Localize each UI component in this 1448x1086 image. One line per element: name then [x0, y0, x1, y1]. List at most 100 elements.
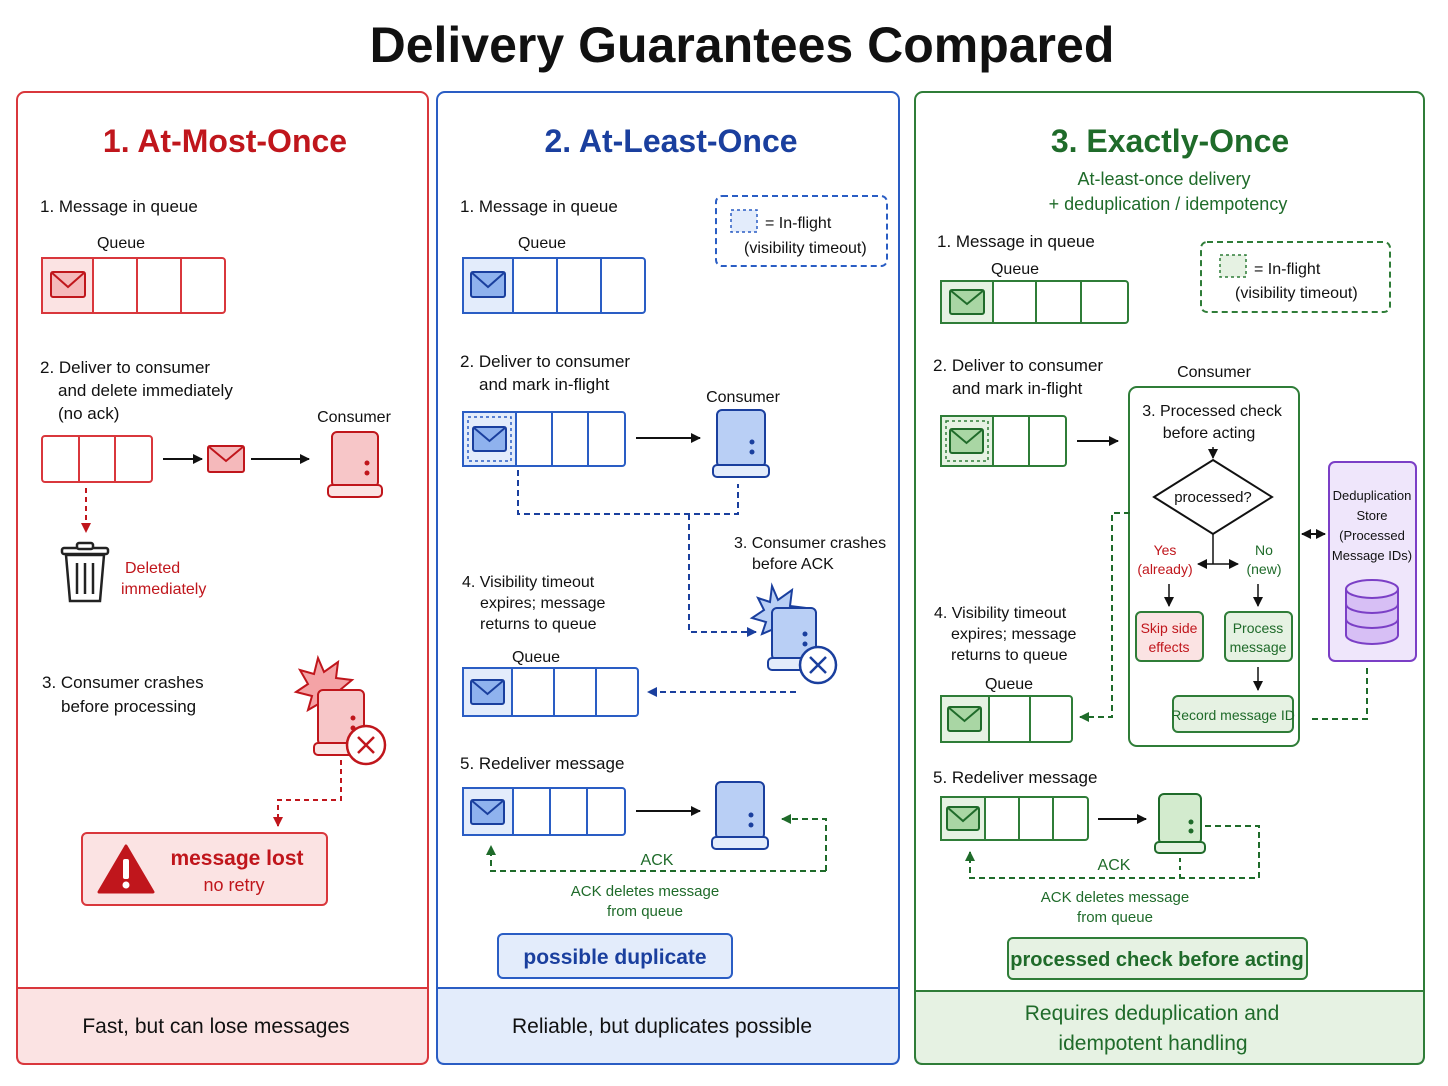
panel3-legend-line2: (visibility timeout): [1235, 285, 1358, 302]
panel2-step5: 5. Redeliver message: [460, 754, 624, 773]
processed-check-line2: before acting: [1163, 425, 1256, 442]
panel-exactly-once: 3. Exactly-Once At-least-once delivery +…: [914, 91, 1425, 1065]
processed-check-text: processed check before acting: [1010, 949, 1303, 971]
panel1-queue-label: Queue: [97, 235, 145, 252]
panel3-step4-line1: 4. Visibility timeout: [934, 605, 1067, 622]
process-message-line2: message: [1230, 639, 1287, 655]
panel2-step3-line2: before ACK: [752, 556, 834, 573]
envelope-icon: [949, 289, 985, 315]
envelope-icon: [472, 426, 507, 452]
deduplication-store: Deduplication Store (Processed Message I…: [1328, 461, 1417, 662]
yes-label-line2: (already): [1137, 561, 1192, 577]
dedup-line1: Deduplication: [1333, 488, 1412, 503]
envelope-icon: [207, 445, 245, 473]
panel2-legend: = In-flight (visibility timeout): [715, 195, 888, 267]
panel3-queue-label: Queue: [991, 261, 1039, 278]
panel2-legend-line1: = In-flight: [765, 215, 832, 232]
panel3-step2-line2: and mark in-flight: [952, 379, 1083, 398]
envelope-icon: [470, 799, 505, 825]
panel3-queue-label2: Queue: [985, 676, 1033, 693]
panel3-consumer-label: Consumer: [1177, 364, 1251, 381]
panel3-ack: ACK: [1098, 857, 1131, 874]
panel3-ack-note-line1: ACK deletes message: [1041, 889, 1189, 906]
no-retry-text: no retry: [203, 875, 264, 895]
dedup-line3: (Processed: [1339, 528, 1405, 543]
panel3-heading: 3. Exactly-Once: [1051, 123, 1289, 159]
panel3-legend-line1: = In-flight: [1254, 261, 1321, 278]
message-lost-text: message lost: [170, 847, 303, 870]
envelope-icon: [946, 806, 980, 831]
panel2-step4-line3: returns to queue: [480, 616, 597, 633]
panel3-step2-line1: 2. Deliver to consumer: [933, 356, 1103, 375]
consumer-device-icon: [1154, 793, 1206, 854]
panel3-sub-line2: + deduplication / idempotency: [1049, 194, 1288, 214]
panel2-step4-line2: expires; message: [480, 595, 605, 612]
panel2-step2-line1: 2. Deliver to consumer: [460, 352, 630, 371]
panel2-ack-note-line1: ACK deletes message: [571, 883, 719, 900]
process-message-line1: Process: [1233, 620, 1284, 636]
panel1-step3-line2: before processing: [61, 697, 196, 716]
record-message-id: Record message ID: [1171, 707, 1295, 723]
dedup-line2: Store: [1356, 508, 1387, 523]
panel2-heading: 2. At-Least-Once: [544, 123, 797, 159]
panel2-step4-line1: 4. Visibility timeout: [462, 574, 595, 591]
envelope-icon: [947, 706, 982, 732]
crashed-consumer-icon: [767, 607, 821, 671]
error-x-icon: [798, 645, 838, 685]
panel2-queue: [462, 257, 646, 314]
panel2-step1: 1. Message in queue: [460, 197, 618, 216]
consumer-device-icon: [712, 409, 770, 478]
panel3-step4-line3: returns to queue: [951, 647, 1068, 664]
envelope-icon: [949, 428, 984, 454]
panel3-footer-line1: Requires deduplication and: [1025, 1002, 1280, 1025]
panel1-step2-line3: (no ack): [58, 404, 119, 423]
panel1-step2-line1: 2. Deliver to consumer: [40, 358, 210, 377]
panel2-ack: ACK: [641, 852, 674, 869]
database-icon: [1345, 579, 1399, 645]
dedup-line4: Message IDs): [1332, 548, 1412, 563]
panel1-footer: Fast, but can lose messages: [82, 1015, 349, 1038]
panel3-legend: = In-flight (visibility timeout): [1200, 241, 1391, 313]
panel1-deleted-line1: Deleted: [125, 560, 180, 577]
skip-side-effects-line1: Skip side: [1141, 620, 1198, 636]
no-label-line1: No: [1255, 542, 1273, 558]
panel1-queue-empty: [41, 435, 153, 483]
panel2-queue-label2: Queue: [512, 649, 560, 666]
page-title: Delivery Guarantees Compared: [370, 17, 1115, 73]
panel1-step3-line1: 3. Consumer crashes: [42, 673, 204, 692]
consumer-process-box: 3. Processed check before acting process…: [1128, 386, 1300, 747]
envelope-icon: [470, 679, 505, 705]
envelope-icon: [470, 271, 506, 298]
panel3-ack-note-line2: from queue: [1077, 909, 1153, 926]
message-lost-callout: message lost no retry: [81, 832, 328, 906]
trash-icon: [60, 541, 110, 603]
panel1-deleted-line2: immediately: [121, 581, 206, 598]
processed-check-callout: processed check before acting: [1007, 937, 1308, 980]
panel2-step3-line1: 3. Consumer crashes: [734, 535, 886, 552]
panel3-step5: 5. Redeliver message: [933, 768, 1097, 787]
panel2-queue-label: Queue: [518, 235, 566, 252]
error-x-icon: [345, 724, 387, 766]
panel-at-least-once: 2. At-Least-Once 1. Message in queue = I…: [436, 91, 900, 1065]
panel2-step2-line2: and mark in-flight: [479, 375, 610, 394]
possible-duplicate-callout: possible duplicate: [497, 933, 733, 979]
decision-label: processed?: [1174, 489, 1252, 506]
panel3-step1: 1. Message in queue: [937, 232, 1095, 251]
panel3-sub-line1: At-least-once delivery: [1077, 169, 1250, 189]
panel1-heading: 1. At-Most-Once: [103, 123, 347, 159]
envelope-icon: [50, 271, 86, 298]
panel3-step4-line2: expires; message: [951, 626, 1076, 643]
panel2-ack-note-line2: from queue: [607, 903, 683, 920]
no-label-line2: (new): [1246, 561, 1281, 577]
consumer-device-icon: [327, 431, 383, 498]
panel-at-most-once: 1. At-Most-Once 1. Message in queue Queu…: [16, 91, 429, 1065]
panel1-step1: 1. Message in queue: [40, 197, 198, 216]
consumer-device-icon: [711, 781, 769, 850]
panel2-footer: Reliable, but duplicates possible: [512, 1015, 812, 1038]
skip-side-effects-line2: effects: [1149, 639, 1190, 655]
panel2-legend-line2: (visibility timeout): [744, 240, 867, 257]
processed-check-line1: 3. Processed check: [1142, 403, 1283, 420]
panel2-consumer-label: Consumer: [706, 389, 780, 406]
